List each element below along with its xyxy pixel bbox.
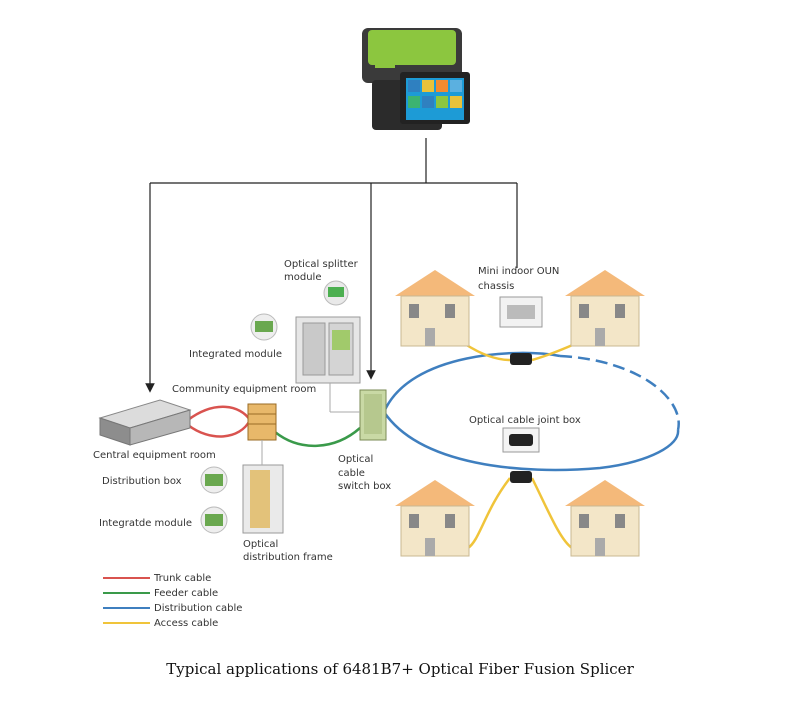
distribution-box-icon [200,466,228,494]
integrated-module-icon [250,313,278,341]
joint-box-top [510,353,532,365]
label-switch-box-3: switch box [338,481,391,492]
legend: Trunk cable Feeder cable Distribution ca… [103,573,242,629]
label-optical-splitter-1: Optical splitter [284,259,359,270]
house-bottom-left [395,480,475,557]
label-distribution-box: Distribution box [102,476,182,487]
fusion-splicer-device [362,28,470,130]
label-joint-box: Optical cable joint box [469,415,581,426]
label-odf-2: distribution frame [243,552,333,563]
central-equipment-room [98,399,192,446]
label-community-room: Community equipment room [172,384,316,395]
mini-indoor-oun-chassis [499,296,543,328]
label-switch-box-2: cable [338,468,365,479]
house-bottom-right [565,480,645,557]
legend-feeder-cable: Feeder cable [154,588,218,599]
optical-splitter-cabinet [295,280,361,384]
optical-distribution-frame [242,440,284,534]
label-switch-box-1: Optical [338,454,373,465]
label-integrated-module: Integrated module [189,349,282,360]
house-top-left [395,270,475,347]
integratde-module-icon [200,506,228,534]
label-mini-oun-1: Mini indoor OUN [478,266,559,277]
legend-access-cable: Access cable [154,618,218,629]
optical-cable-switch-box [329,383,387,441]
legend-distribution-cable: Distribution cable [154,603,242,614]
legend-trunk-cable: Trunk cable [153,573,211,584]
label-integrade-module: Integratde module [99,518,192,529]
label-odf-1: Optical [243,539,278,550]
figure-caption: Typical applications of 6481B7+ Optical … [166,660,634,678]
joint-box-bottom [510,471,532,483]
label-central-room: Central equipment room [93,450,216,461]
label-mini-oun-2: chassis [478,281,514,292]
label-optical-splitter-2: module [284,272,321,283]
connection-lines [145,138,518,393]
community-equipment-cabinet [247,403,277,441]
house-top-right [565,270,645,347]
optical-cable-joint-box-icon [502,427,540,453]
